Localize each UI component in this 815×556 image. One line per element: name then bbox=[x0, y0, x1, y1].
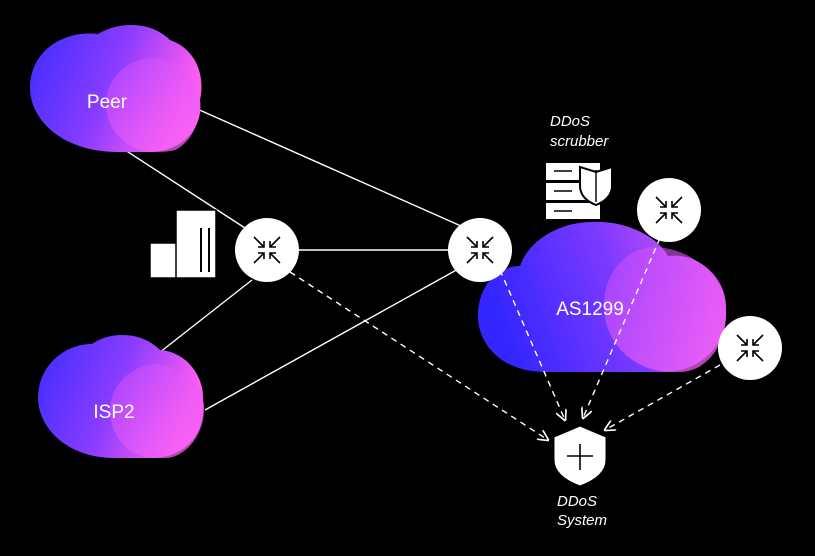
cloud-label-isp2: ISP2 bbox=[93, 402, 134, 423]
router-3[interactable] bbox=[637, 178, 701, 242]
cloud-label-as1299: AS1299 bbox=[556, 299, 624, 320]
cloud-peer[interactable]: Peer bbox=[30, 24, 202, 152]
router-2[interactable] bbox=[448, 218, 512, 282]
link-peer-router2 bbox=[194, 107, 471, 231]
shield-plus-icon bbox=[567, 444, 593, 470]
dashed-router1-ddos bbox=[289, 271, 548, 440]
router-icon bbox=[253, 236, 281, 264]
cloud-as1299[interactable]: AS1299 bbox=[477, 221, 727, 372]
ddos-system[interactable] bbox=[553, 425, 607, 487]
building-icon bbox=[149, 209, 217, 279]
dashed-router2-ddos bbox=[499, 269, 565, 420]
link-isp2-router2 bbox=[204, 267, 461, 411]
cloud-label-peer: Peer bbox=[87, 92, 128, 113]
router-icon bbox=[655, 196, 683, 224]
server-shield-icon bbox=[546, 163, 613, 219]
ddos-system-caption-line1: DDoS bbox=[557, 493, 597, 510]
link-isp2-router1 bbox=[149, 279, 253, 361]
solid-links bbox=[124, 107, 471, 411]
ddos-system-caption-line2: System bbox=[557, 512, 607, 529]
router-1[interactable] bbox=[235, 218, 299, 282]
cloud-isp2[interactable]: ISP2 bbox=[38, 334, 205, 458]
dashed-links bbox=[289, 237, 721, 440]
scrubber-caption-line2: scrubber bbox=[550, 133, 609, 150]
dashed-router4-ddos bbox=[605, 364, 721, 430]
router-icon bbox=[466, 236, 494, 264]
router-4[interactable] bbox=[718, 316, 782, 380]
scrubber-caption-line1: DDoS bbox=[550, 113, 590, 130]
link-peer-router1 bbox=[124, 149, 246, 229]
router-icon bbox=[736, 334, 764, 362]
